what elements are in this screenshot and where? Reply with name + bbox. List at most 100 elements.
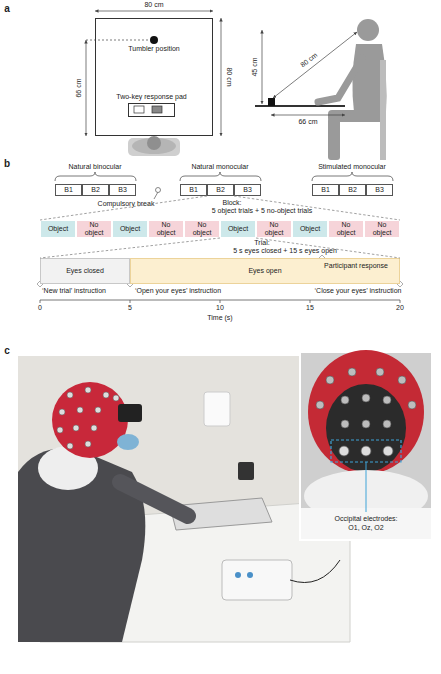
trial-box: No object [76, 220, 112, 238]
photo-scene [204, 392, 230, 426]
trial-box: No object [184, 220, 220, 238]
dimension-line [221, 18, 222, 136]
photo-scene [73, 425, 79, 431]
inset-photo [331, 440, 401, 462]
photo-scene [67, 443, 73, 449]
annotation-label: Block: [222, 199, 241, 207]
node-text: No object [77, 221, 111, 236]
node-text: No object [365, 221, 399, 236]
photo-scene [57, 387, 119, 449]
node-text: B3 [117, 186, 128, 194]
trial-box: Object [220, 220, 256, 238]
photo-scene [59, 409, 65, 415]
dimension-line [95, 11, 213, 12]
node-text: B3 [374, 186, 385, 194]
photo-scene [103, 392, 109, 398]
condition-heading: Natural binocular [69, 163, 122, 171]
break-marker [154, 192, 158, 199]
node-text: B2 [90, 186, 101, 194]
node-text: B1 [63, 186, 74, 194]
panel-letter: b [4, 158, 10, 169]
panel-letter: c [4, 345, 10, 356]
dimension-line [271, 115, 345, 116]
dimension-line [262, 30, 263, 104]
group-brace [180, 172, 261, 181]
node-text: Tumbler position [128, 45, 180, 53]
table-outline: Tumbler positionTwo-key response pad [95, 18, 213, 136]
dimension-label: 66 cm [75, 78, 83, 97]
condition-heading: Stimulated monocular [318, 163, 386, 171]
response-key [134, 106, 162, 113]
phase-band: Eyes closed [40, 258, 130, 284]
block-box: B1 [312, 184, 339, 196]
seated-person-top-view [147, 136, 161, 150]
block-box: B1 [180, 184, 207, 196]
annotation-label: 5 s eyes closed + 15 s eyes open [233, 247, 337, 255]
dimension-label: 66 cm [298, 118, 317, 126]
photo-scene [235, 572, 241, 578]
inset-photo [383, 396, 391, 404]
time-axis [400, 300, 401, 303]
seated-person-side-view [380, 60, 386, 160]
callout-label: Occipital electrodes: [334, 515, 397, 523]
inset-photo [341, 420, 349, 428]
node-text: Object [115, 225, 145, 233]
instruction-label: ‘New trial’ instruction [42, 287, 106, 295]
inset-photo [383, 420, 391, 428]
inset-photo [316, 368, 416, 428]
inset-photo [376, 368, 384, 376]
inset-photo [326, 376, 334, 384]
dimension-label: 80 cm [299, 51, 319, 69]
block-box: B2 [207, 184, 234, 196]
seated-person-side-view [318, 19, 387, 160]
trial-box: Object [40, 220, 76, 238]
response-key [134, 106, 144, 113]
photo-scene [222, 560, 292, 600]
break-marker [154, 188, 161, 200]
block-box: B3 [366, 184, 393, 196]
seated-person-side-view [328, 118, 340, 160]
node-text: B1 [320, 186, 331, 194]
inset-photo [326, 384, 406, 472]
photo-scene [247, 572, 253, 578]
dimension-line [86, 40, 87, 136]
tick-label: 5 [128, 304, 132, 312]
block-box: B2 [82, 184, 109, 196]
photo-scene [117, 434, 139, 450]
time-axis [130, 300, 131, 303]
trial-box: Object [112, 220, 148, 238]
condition-heading: Natural monocular [191, 163, 248, 171]
node-text: No object [329, 221, 363, 236]
node-text: Object [43, 225, 73, 233]
group-brace [55, 172, 393, 181]
node-text: Object [223, 225, 253, 233]
block-box: B3 [109, 184, 136, 196]
photo-scene [238, 462, 254, 480]
inset-photo [408, 401, 416, 409]
callout-label: O1, Oz, O2 [348, 524, 383, 532]
inset-photo [316, 401, 324, 409]
group-brace [55, 172, 136, 181]
annotation-label: Trial: [254, 239, 269, 247]
tick-label: 15 [306, 304, 314, 312]
node-text: Eyes closed [65, 267, 105, 275]
annotation-label: 5 object trials + 5 no-object trials [212, 207, 313, 215]
inset-photo [348, 368, 356, 376]
annotation-label: Compulsory break [98, 200, 155, 208]
instruction-label: ‘Close your eyes’ instruction [315, 287, 402, 295]
block-box: B2 [339, 184, 366, 196]
dimension-line [273, 32, 357, 98]
panel-letter: a [4, 3, 10, 14]
group-brace [312, 172, 393, 181]
inset-photo [308, 350, 424, 474]
annotation-label: Participant response [324, 262, 388, 270]
photo-scene [57, 427, 63, 433]
node-text: B2 [347, 186, 358, 194]
phase-band: Eyes open [130, 258, 400, 284]
trial-box: No object [328, 220, 364, 238]
photo-scene [85, 387, 91, 393]
block-box: B1 [55, 184, 82, 196]
inset-photo [300, 350, 432, 540]
